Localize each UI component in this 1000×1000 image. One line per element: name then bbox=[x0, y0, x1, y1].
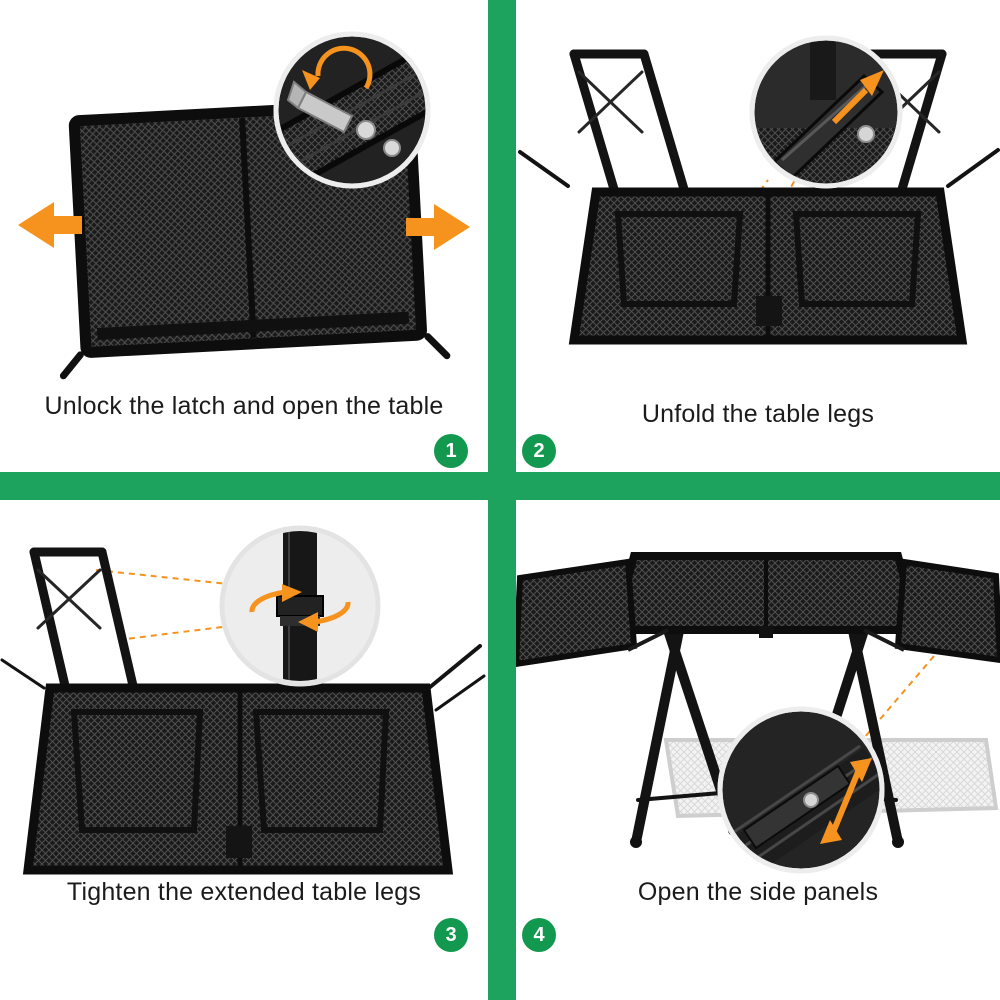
expand-right-arrow-icon bbox=[406, 204, 470, 250]
side-panel-left bbox=[516, 558, 638, 668]
assembled-tabletop bbox=[608, 552, 924, 638]
step-1-badge: 1 bbox=[434, 434, 468, 468]
step-2-caption: Unfold the table legs bbox=[641, 400, 875, 428]
step-panel-3: Tighten the extended table legs 3 bbox=[0, 500, 488, 1000]
folded-side-panel-right bbox=[252, 709, 390, 833]
inverted-tabletop bbox=[568, 187, 968, 345]
leg-pole bbox=[276, 531, 324, 681]
step-panel-1: Unlock the latch and open the table 1 bbox=[0, 0, 488, 472]
step-4-badge: 4 bbox=[522, 918, 556, 952]
folded-side-panel-right bbox=[792, 211, 922, 307]
step-4-illustration bbox=[516, 552, 1000, 874]
step-panel-2: Unfold the table legs 2 bbox=[516, 0, 1000, 472]
latch-rotate-arrow-icon bbox=[302, 45, 373, 90]
step-panel-4: Open the side panels 4 bbox=[516, 500, 1000, 1000]
leader-lines bbox=[95, 569, 231, 641]
panel-bracket-detail-magnifier-circle bbox=[717, 706, 885, 874]
table-legs bbox=[0, 547, 486, 712]
inverted-tabletop bbox=[22, 683, 454, 875]
latch-detail-magnifier-circle bbox=[273, 31, 431, 189]
step-1-illustration bbox=[18, 31, 470, 380]
step-1-caption: Unlock the latch and open the table bbox=[44, 392, 444, 420]
unfold-up-arrow-icon bbox=[831, 70, 884, 125]
step-2-badge: 2 bbox=[522, 434, 556, 468]
table-legs bbox=[518, 49, 1000, 201]
panel-struts bbox=[627, 628, 905, 652]
twist-rotation-arrows-icon bbox=[249, 584, 351, 632]
folded-side-panel-left bbox=[614, 211, 744, 307]
step-3-badge: 3 bbox=[434, 918, 468, 952]
step-3-illustration bbox=[0, 525, 486, 875]
horizontal-divider bbox=[0, 472, 1000, 500]
expand-left-arrow-icon bbox=[18, 202, 82, 248]
panel-extend-double-arrow-icon bbox=[820, 758, 872, 844]
vertical-divider bbox=[488, 0, 516, 1000]
folded-side-panel-left bbox=[70, 709, 204, 833]
leg-bracket-detail-magnifier-circle bbox=[749, 35, 903, 189]
step-4-caption: Open the side panels bbox=[637, 878, 879, 906]
leg-twist-lock-detail-magnifier-circle bbox=[219, 525, 381, 687]
step-2-illustration bbox=[518, 35, 1000, 345]
side-panel-right bbox=[894, 558, 1000, 664]
step-3-caption: Tighten the extended table legs bbox=[66, 878, 422, 906]
